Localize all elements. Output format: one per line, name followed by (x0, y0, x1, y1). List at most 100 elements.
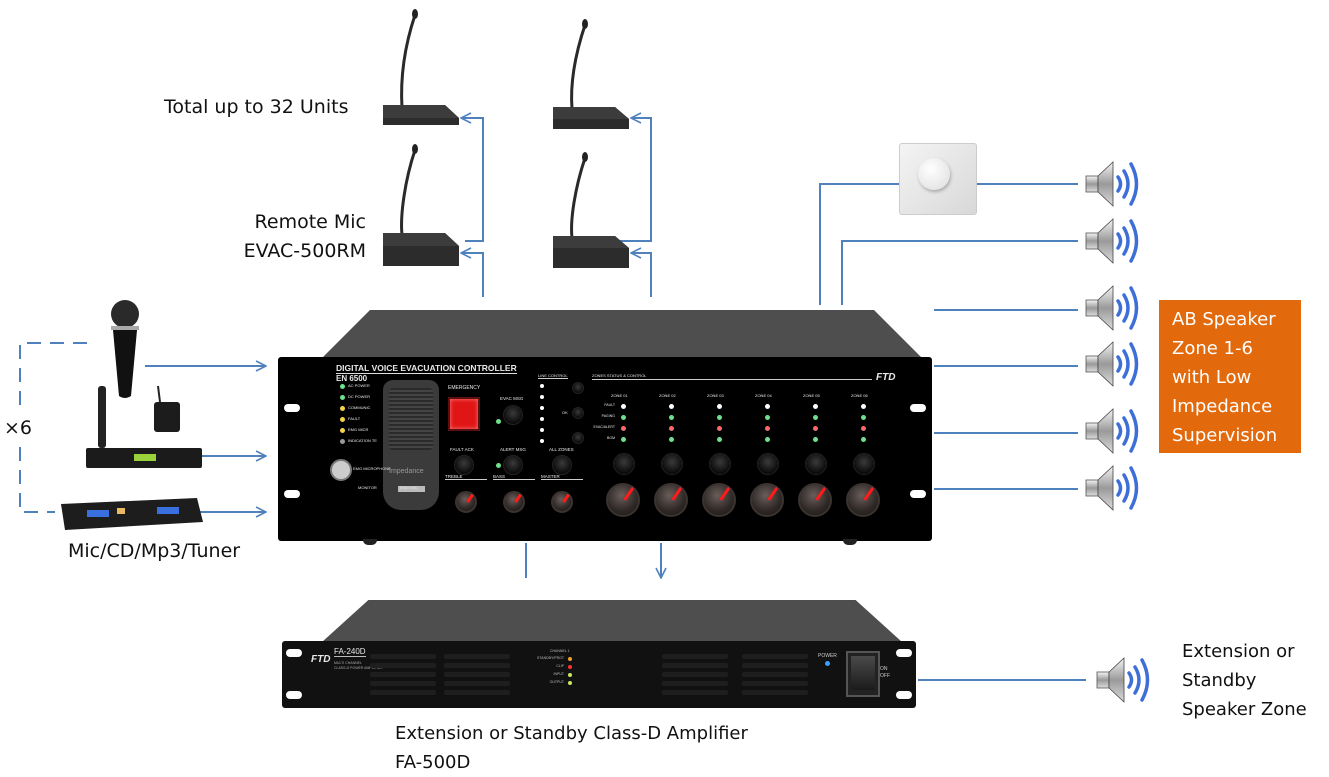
vent-slot (370, 654, 436, 659)
tone-knob[interactable] (551, 491, 573, 513)
wireless-mic-receiver-icon (86, 385, 202, 468)
zone-box-line3: with Low (1172, 367, 1252, 388)
amp-indicator-led (568, 657, 572, 661)
zone-label: ZONE 03 (707, 393, 724, 398)
zone-status-led (813, 415, 818, 420)
amp-channel-header: CHANNEL 1 (550, 649, 570, 653)
zone-select-button[interactable] (661, 453, 683, 475)
line-control-up-button[interactable] (572, 382, 584, 394)
zone-select-button[interactable] (757, 453, 779, 475)
vent-slot (742, 681, 808, 686)
standby-speaker-icon (1094, 654, 1156, 706)
zone-status-led (669, 404, 674, 409)
emg-mic-knob-label: EMG MIC (400, 485, 418, 490)
remote-mic-unit (383, 144, 459, 266)
controller-model: EN 6500 (336, 374, 368, 383)
status-led (340, 439, 345, 444)
knob-indicator (671, 486, 683, 501)
knob-indicator (767, 486, 779, 501)
zone-volume-knob[interactable] (654, 483, 688, 517)
all-zones-button[interactable] (552, 455, 572, 475)
zone-select-button[interactable] (853, 453, 875, 475)
zone-select-button[interactable] (613, 453, 635, 475)
emergency-button[interactable] (448, 397, 480, 431)
amp-power-switch[interactable] (846, 651, 880, 697)
vent-slot (444, 663, 510, 668)
vent-slot (444, 672, 510, 677)
emg-microphone-label: EMG MICROPHONE (353, 466, 391, 471)
zone-status-led (861, 426, 866, 431)
amp-power-led (825, 661, 830, 666)
wall-volume-control[interactable] (899, 143, 977, 215)
knob-indicator (815, 486, 827, 501)
zone-volume-knob[interactable] (798, 483, 832, 517)
paging-microphone[interactable]: Impedance (383, 380, 439, 510)
rack-ear-hole (910, 404, 926, 412)
fault-ack-button[interactable] (454, 455, 474, 475)
remote-mic-label-line2: EVAC-500RM (243, 240, 366, 262)
knob-indicator (466, 493, 474, 503)
rack-ear-hole (910, 490, 926, 498)
alert-msg-label: ALERT MSG (500, 447, 526, 452)
line-control-led (540, 439, 544, 443)
zone-status-led (765, 437, 770, 442)
zone-box-line1: AB Speaker (1172, 309, 1276, 330)
amp-switch-off-label: OFF (880, 673, 890, 679)
mic-impedance-label: Impedance (389, 468, 424, 475)
zone-volume-knob[interactable] (606, 483, 640, 517)
speaker-icon (1083, 282, 1145, 334)
amp-power-label: POWER (818, 653, 837, 659)
zone-select-button[interactable] (805, 453, 827, 475)
zone-status-led (717, 437, 722, 442)
alert-msg-button[interactable] (503, 455, 523, 475)
vent-slot (742, 690, 808, 695)
vent-slot (662, 690, 728, 695)
knob-indicator (562, 493, 570, 503)
line-control-down-button[interactable] (572, 432, 584, 444)
mic-badge (398, 486, 425, 492)
vent-slot (742, 663, 808, 668)
status-led (340, 428, 345, 433)
line-control-led (540, 395, 544, 399)
zone-volume-knob[interactable] (750, 483, 784, 517)
controller-brand-logo: FTD (876, 372, 896, 383)
amp-indicator-led (568, 681, 572, 685)
tone-control-label: BASS (493, 474, 535, 480)
zone-select-button[interactable] (709, 453, 731, 475)
speaker-icon (1083, 338, 1145, 390)
line-control-ok-button[interactable] (572, 407, 584, 419)
controller-foot (843, 539, 857, 545)
zone-status-led (813, 404, 818, 409)
amp-indicator-label: OUTPUT (549, 680, 564, 684)
tone-knob[interactable] (455, 491, 477, 513)
rack-ear-hole (896, 649, 912, 657)
vent-slot (444, 690, 510, 695)
amp-indicator-led (568, 673, 572, 677)
knob-indicator (514, 493, 522, 503)
remote-mic-label-line1: Remote Mic (254, 211, 366, 233)
status-led-label: COMMUNIC (348, 405, 371, 410)
evac-msg-button[interactable] (503, 405, 523, 425)
remote-mic-unit (383, 9, 459, 125)
times-six-label: ×6 (4, 417, 33, 439)
status-led-label: INDICATION TE (348, 438, 377, 443)
zone-volume-knob[interactable] (702, 483, 736, 517)
zone-status-led (621, 437, 626, 442)
zone-volume-knob[interactable] (846, 483, 880, 517)
speaker-icon (1083, 405, 1145, 457)
zone-wire-2 (841, 240, 1078, 305)
status-led (340, 384, 345, 389)
controller-foot (363, 539, 377, 545)
vent-slot (370, 672, 436, 677)
zone-label: ZONE 04 (755, 393, 772, 398)
ab-speaker-zone-box: AB Speaker Zone 1-6 with Low Impedance S… (1159, 300, 1301, 453)
amp-switch-on-label: ON (880, 666, 888, 672)
tone-knob[interactable] (503, 491, 525, 513)
amplifier-subtitle-2: CLASS-D POWER AMPLIFIER (334, 666, 383, 670)
emg-microphone-jack[interactable] (330, 459, 352, 481)
zone-status-led (765, 415, 770, 420)
zone-label: ZONE 02 (659, 393, 676, 398)
volume-knob[interactable] (918, 158, 950, 190)
zone-status-led (621, 426, 626, 431)
